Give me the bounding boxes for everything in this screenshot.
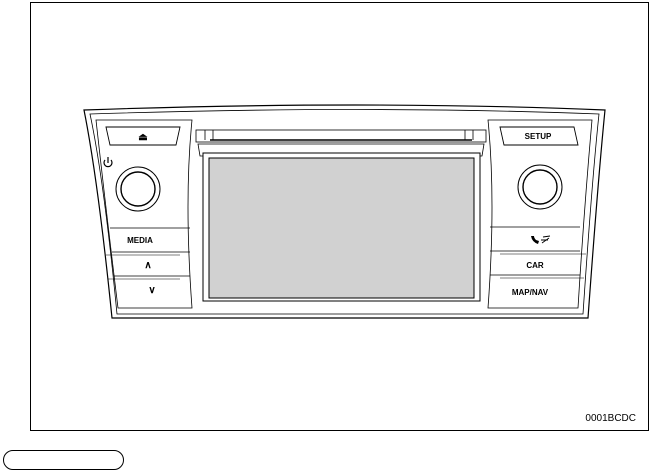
up-button[interactable]: ∧	[144, 260, 151, 271]
caption-pill	[3, 450, 124, 470]
volume-knob[interactable]	[116, 167, 160, 211]
car-button[interactable]: CAR	[526, 261, 544, 270]
map-nav-button[interactable]: MAP/NAV	[512, 288, 549, 297]
eject-icon: ⏏	[138, 132, 148, 143]
down-button[interactable]: ∨	[148, 285, 155, 296]
display-screen[interactable]	[209, 158, 474, 298]
tune-knob[interactable]	[518, 165, 562, 209]
setup-label: SETUP	[525, 132, 552, 141]
media-button[interactable]: MEDIA	[127, 236, 153, 245]
eject-button[interactable]: ⏏	[106, 127, 180, 145]
setup-button[interactable]: SETUP	[500, 127, 578, 145]
